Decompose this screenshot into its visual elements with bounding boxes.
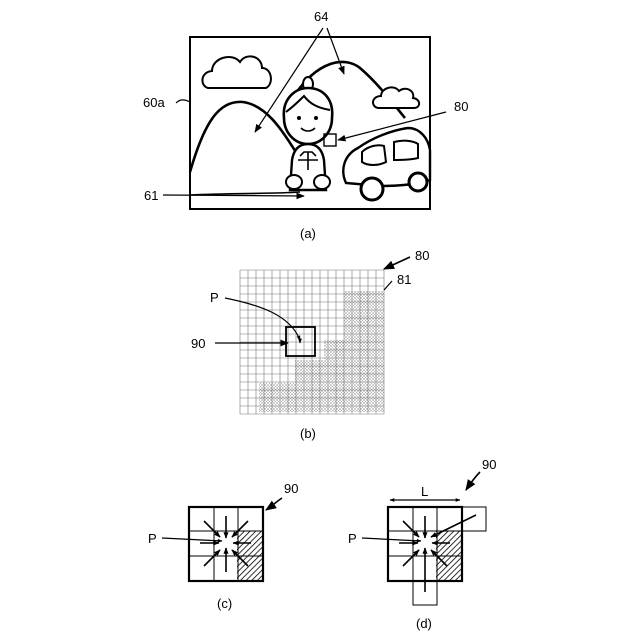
label-p-c: P bbox=[148, 531, 157, 546]
label-p-d: P bbox=[348, 531, 357, 546]
label-60a: 60a bbox=[143, 95, 165, 110]
panel-a: 64 60a 80 61 (a) bbox=[143, 9, 468, 241]
panel-c: 90 P (c) bbox=[148, 481, 298, 611]
caption-b: (b) bbox=[300, 426, 316, 441]
caption-a: (a) bbox=[300, 226, 316, 241]
label-80-a: 80 bbox=[454, 99, 468, 114]
label-90-b: 90 bbox=[191, 336, 205, 351]
label-p-b: P bbox=[210, 290, 219, 305]
label-61: 61 bbox=[144, 188, 158, 203]
label-l: L bbox=[421, 484, 428, 499]
label-90-d: 90 bbox=[482, 457, 496, 472]
leader-81 bbox=[384, 281, 392, 290]
shaded-region-81 bbox=[259, 291, 384, 412]
caption-c: (c) bbox=[217, 596, 232, 611]
label-90-c: 90 bbox=[284, 481, 298, 496]
leader-60a bbox=[176, 100, 190, 103]
label-81: 81 bbox=[397, 272, 411, 287]
leader-p-d bbox=[362, 538, 421, 541]
label-64: 64 bbox=[314, 9, 328, 24]
panel-d: 90 L P (d) bbox=[348, 457, 496, 631]
leader-90-d bbox=[466, 472, 480, 490]
leader-80-b bbox=[384, 257, 410, 269]
panel-b: 80 81 P 90 (b) bbox=[191, 248, 429, 441]
extended-cell-right bbox=[462, 507, 486, 531]
caption-d: (d) bbox=[416, 616, 432, 631]
leader-p-c bbox=[162, 538, 222, 541]
label-80-b: 80 bbox=[415, 248, 429, 263]
leader-90-c bbox=[266, 498, 282, 510]
